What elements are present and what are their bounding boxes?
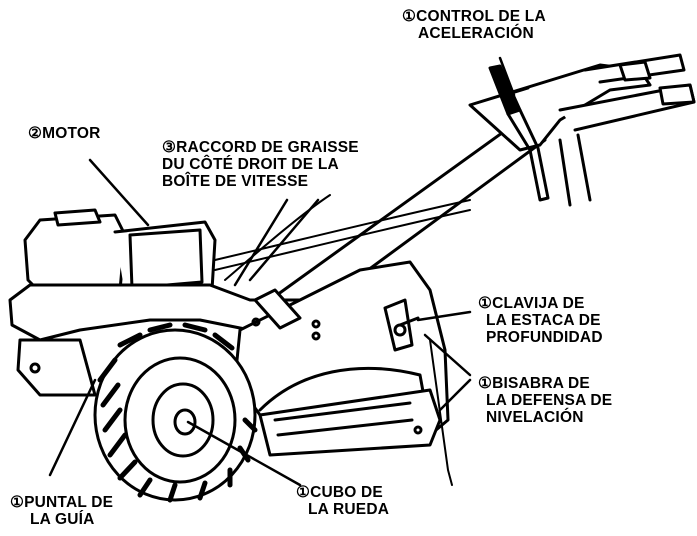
label-motor: ②MOTOR — [28, 125, 101, 142]
throttle-line-2: ACELERACIÓN — [418, 25, 534, 42]
control-cables — [214, 194, 471, 281]
hinge-line-2: LA DEFENSA DE — [486, 392, 613, 409]
grease-line-3: BOÎTE DE VITESSE — [162, 173, 309, 190]
depth-stake — [383, 298, 453, 486]
grease-line-2: DU CÔTÉ DROIT DE LA — [162, 156, 339, 173]
hub-line-2: LA RUEDA — [308, 501, 390, 518]
strut-line-1: ①PUNTAL DE — [10, 494, 114, 511]
label-leveling-shield-hinge: ①BISABRA DE LA DEFENSA DE NIVELACIÓN — [478, 375, 612, 426]
hub-line-1: ①CUBO DE — [296, 484, 383, 501]
depth-line-2: LA ESTACA DE — [486, 312, 601, 329]
strut-line-2: LA GUÍA — [30, 511, 95, 528]
hinge-line-3: NIVELACIÓN — [486, 409, 584, 426]
throttle-lever — [488, 64, 550, 202]
label-guide-strut: ①PUNTAL DE LA GUÍA — [10, 494, 113, 528]
label-throttle-control: ①CONTROL DE LA ACELERACIÓN — [402, 8, 546, 42]
motor-line-1: ②MOTOR — [28, 125, 101, 142]
label-wheel-hub: ①CUBO DE LA RUEDA — [296, 484, 389, 518]
label-depth-stake-pin: ①CLAVIJA DE LA ESTACA DE PROFUNDIDAD — [478, 295, 603, 346]
leveling-shield — [258, 388, 442, 457]
throttle-line-1: ①CONTROL DE LA — [402, 8, 546, 25]
chassis-frame — [8, 283, 322, 397]
handlebar-assembly — [268, 53, 696, 322]
wheel — [93, 322, 258, 503]
label-grease-fitting: ③RACCORD DE GRAISSE DU CÔTÉ DROIT DE LA … — [162, 139, 359, 190]
grease-line-1: ③RACCORD DE GRAISSE — [162, 139, 359, 156]
depth-line-3: PROFUNDIDAD — [486, 329, 603, 346]
hinge-line-1: ①BISABRA DE — [478, 375, 590, 392]
leader-lines — [48, 56, 516, 487]
depth-line-1: ①CLAVIJA DE — [478, 295, 585, 312]
handle-column — [253, 288, 302, 330]
